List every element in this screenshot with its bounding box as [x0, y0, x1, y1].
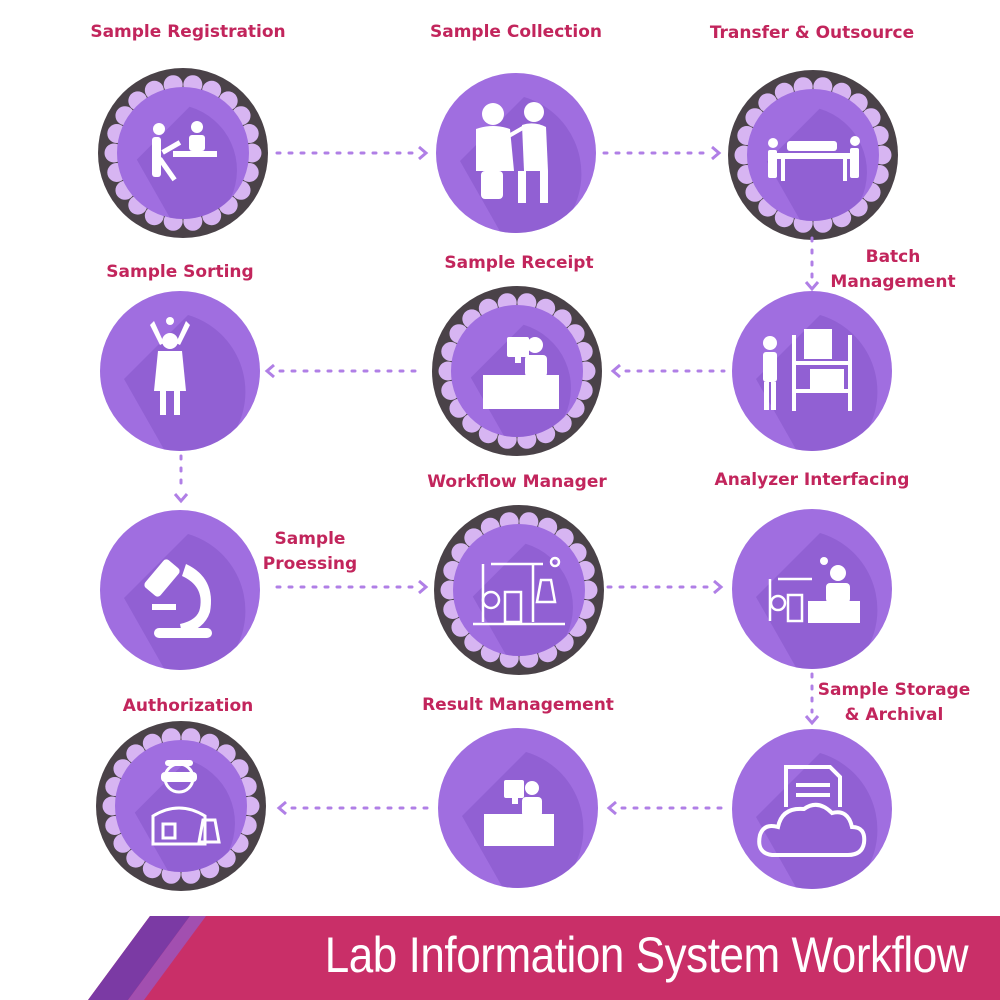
node-batch-management [726, 285, 898, 457]
badge-background [732, 509, 892, 669]
reception-desk-icon [432, 286, 602, 456]
node-result-management [432, 722, 604, 894]
node-sample-receipt [431, 285, 603, 457]
label-line: Sample Storage [817, 680, 971, 700]
node-analyzer-interfacing [726, 503, 898, 675]
arrow-workflow-to-analyzer [606, 579, 724, 595]
lab-worker-icon [100, 291, 260, 451]
label-sample-sorting: Sample Sorting [106, 262, 254, 282]
computer-desk-icon [438, 728, 598, 888]
label-result-management: Result Management [422, 695, 614, 715]
node-sample-processing [94, 504, 266, 676]
blood-collection-icon [436, 73, 596, 233]
label-line: Proessing [262, 554, 358, 574]
arrow-transfer-to-batch [804, 236, 820, 292]
node-sample-storage [726, 723, 898, 895]
arrow-analyzer-to-storage [804, 672, 820, 726]
node-sample-registration [97, 67, 269, 239]
analyzer-icon [732, 509, 892, 669]
registration-desk-icon [98, 68, 268, 238]
badge-background [96, 721, 266, 891]
cloud-document-icon [732, 729, 892, 889]
label-sample-receipt: Sample Receipt [444, 253, 594, 273]
scientist-icon [96, 721, 266, 891]
badge-background [732, 729, 892, 889]
node-workflow-manager [433, 504, 605, 676]
arrow-registration-to-collection [275, 145, 429, 161]
arrow-storage-to-result [606, 800, 728, 816]
label-sample-registration: Sample Registration [90, 22, 286, 42]
label-line: Sample [274, 529, 346, 549]
arrow-sorting-to-processing [173, 454, 189, 504]
label-authorization: Authorization [122, 696, 254, 716]
warehouse-shelf-icon [732, 291, 892, 451]
label-sample-storage: Sample Storage & Archival [818, 678, 970, 728]
footer-banner: Lab Information System Workflow [0, 916, 1000, 1000]
label-sample-collection: Sample Collection [429, 22, 603, 42]
badge-background [434, 505, 604, 675]
badge-background [432, 286, 602, 456]
microscope-icon [100, 510, 260, 670]
label-batch-management: Batch Management [830, 245, 955, 295]
footer-banner-shape [88, 916, 1000, 1000]
label-sample-processing: Sample Proessing [263, 527, 357, 577]
node-sample-collection [430, 67, 602, 239]
badge-background [436, 73, 596, 233]
label-transfer-outsource: Transfer & Outsource [709, 23, 915, 43]
arrow-receipt-to-sorting [264, 363, 424, 379]
node-authorization [95, 720, 267, 892]
label-analyzer-interfacing: Analyzer Interfacing [714, 470, 910, 490]
node-sample-sorting [94, 285, 266, 457]
footer-title: Lab Information System Workflow [324, 927, 969, 983]
node-transfer-outsource [727, 69, 899, 241]
transfer-table-icon [728, 70, 898, 240]
badge-background [438, 728, 598, 888]
label-workflow-manager: Workflow Manager [427, 472, 607, 492]
badge-background [100, 510, 260, 670]
arrow-batch-to-receipt [610, 363, 726, 379]
arrow-collection-to-transfer [602, 145, 722, 161]
lab-equipment-icon [434, 505, 604, 675]
label-line: Management [830, 272, 956, 292]
arrow-processing-to-workflow [275, 579, 429, 595]
arrow-result-to-authorization [276, 800, 434, 816]
label-line: & Archival [844, 705, 944, 725]
label-line: Batch [865, 247, 921, 267]
